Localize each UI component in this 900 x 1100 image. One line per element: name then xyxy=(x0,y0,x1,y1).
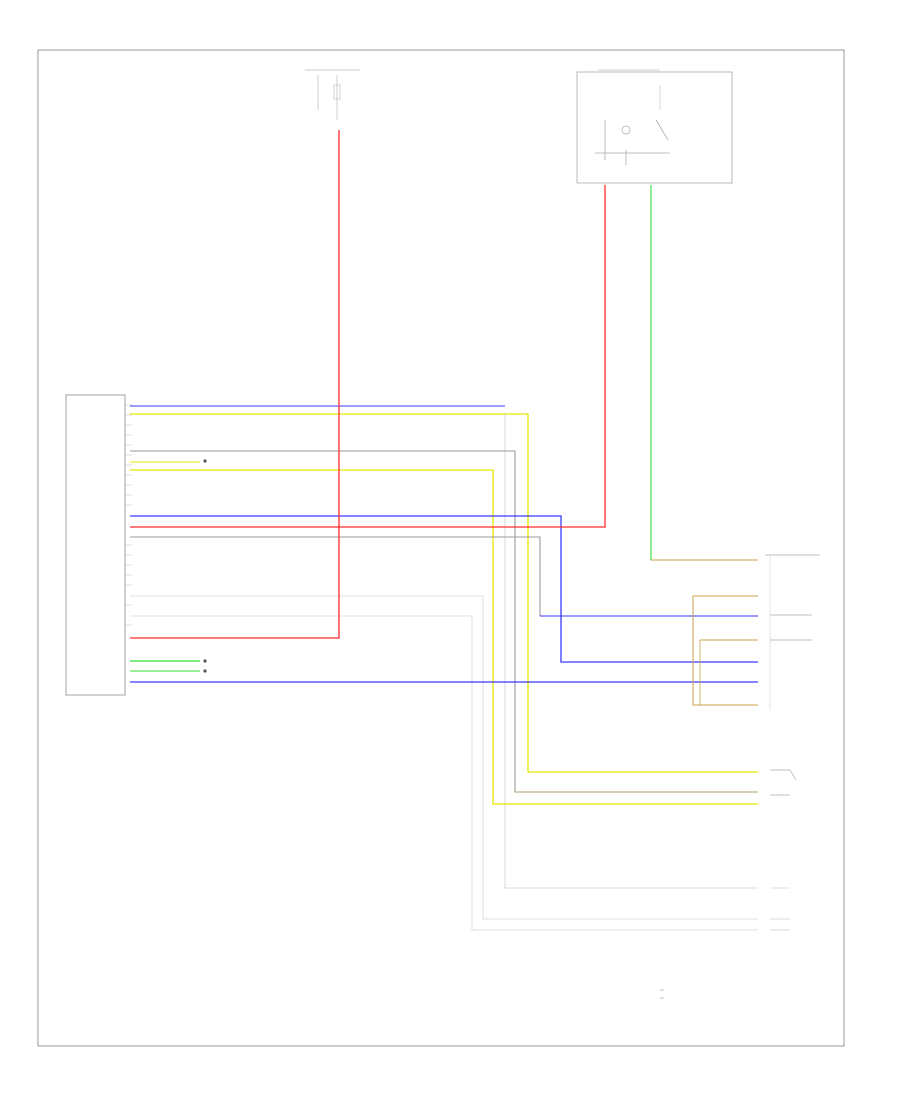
control-module xyxy=(65,394,126,696)
wire-blue-2 xyxy=(130,515,758,663)
wire-gray-3 xyxy=(130,536,758,617)
wire-green-3 xyxy=(650,185,758,561)
wire-yellow-2 xyxy=(130,469,758,805)
splice-dot-2 xyxy=(203,659,207,663)
wire-yellow-1 xyxy=(130,413,758,773)
front-sensor-connector xyxy=(692,554,820,710)
wire-gray-1 xyxy=(504,414,758,889)
wire-red-1 xyxy=(130,185,606,528)
splice-dot-1 xyxy=(203,459,207,463)
wire-light-2 xyxy=(130,615,758,931)
right-rear-sensor xyxy=(770,769,797,796)
module-pin-ticks xyxy=(125,404,132,626)
splice-dot-3 xyxy=(203,669,207,673)
legend-marks xyxy=(660,989,664,999)
wire-gray-2 xyxy=(130,450,758,793)
wire-red-2 xyxy=(130,130,340,639)
fuse-block-left xyxy=(305,69,360,120)
diagram-frame xyxy=(37,49,845,1047)
left-rear-sensor xyxy=(770,887,790,931)
ignition-switch-box xyxy=(576,69,733,184)
wire-light-1 xyxy=(130,595,758,920)
